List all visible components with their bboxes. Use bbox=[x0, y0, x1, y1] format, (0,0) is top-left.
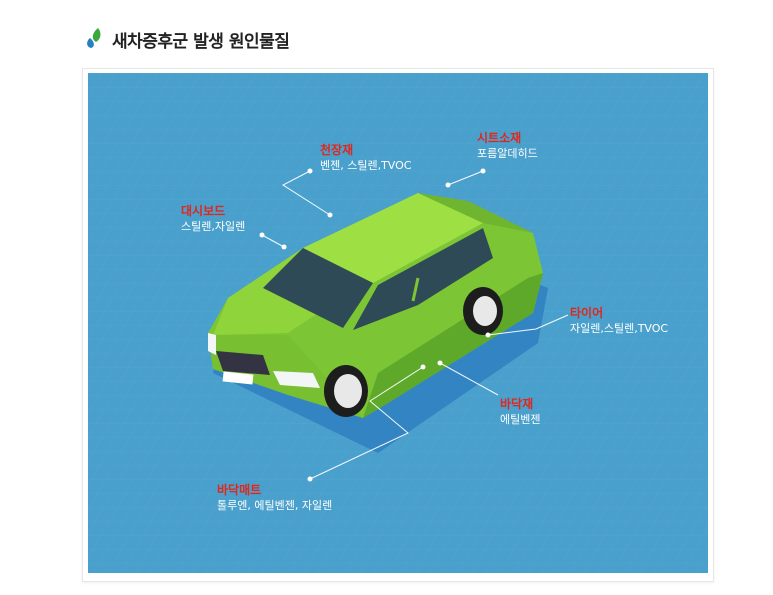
rear-wheel bbox=[463, 287, 503, 335]
label-dashboard-desc: 스틸렌,자일렌 bbox=[181, 220, 246, 233]
label-seat-desc: 포름알데히드 bbox=[477, 147, 538, 160]
page-header: 새차증후군 발생 원인물질 bbox=[84, 24, 290, 54]
label-floor-desc: 에틸벤젠 bbox=[500, 413, 541, 426]
label-floormat-desc: 톨루엔, 에틸벤젠, 자일렌 bbox=[217, 499, 333, 512]
label-floormat: 바닥매트 톨루엔, 에틸벤젠, 자일렌 bbox=[217, 483, 332, 513]
label-tire: 타이어 자일렌,스틸렌,TVOC bbox=[570, 306, 668, 336]
label-tire-name: 타이어 bbox=[570, 306, 604, 320]
front-wheel bbox=[324, 365, 368, 417]
label-ceiling-name: 천장재 bbox=[320, 143, 354, 157]
label-dashboard-name: 대시보드 bbox=[181, 204, 226, 218]
car-illustration bbox=[88, 73, 708, 573]
label-floor: 바닥재 에틸벤젠 bbox=[500, 397, 540, 427]
label-floor-name: 바닥재 bbox=[500, 397, 534, 411]
car-windshield bbox=[263, 248, 373, 328]
label-tire-desc: 자일렌,스틸렌,TVOC bbox=[570, 322, 669, 335]
car-roof bbox=[303, 193, 483, 283]
leaf-drop-icon bbox=[87, 28, 101, 48]
label-seat-name: 시트소재 bbox=[477, 131, 522, 145]
label-floormat-name: 바닥매트 bbox=[217, 483, 262, 497]
label-ceiling-desc: 벤젠, 스틸렌,TVOC bbox=[320, 159, 412, 172]
page-title: 새차증후군 발생 원인물질 bbox=[112, 31, 290, 52]
label-seat: 시트소재 포름알데히드 bbox=[477, 131, 538, 161]
car-side-windows bbox=[353, 228, 493, 330]
car-diagram: 천장재 벤젠, 스틸렌,TVOC 시트소재 포름알데히드 대시보드 스틸렌,자일… bbox=[88, 73, 708, 573]
label-dashboard: 대시보드 스틸렌,자일렌 bbox=[181, 204, 245, 234]
label-ceiling: 천장재 벤젠, 스틸렌,TVOC bbox=[320, 143, 411, 173]
